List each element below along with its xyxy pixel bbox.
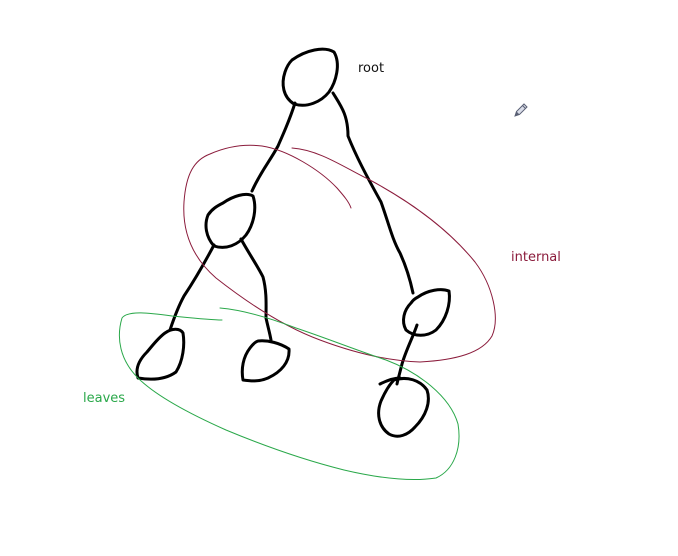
internal-group-outline xyxy=(183,144,496,363)
root-label: root xyxy=(358,61,385,76)
internal-label: internal xyxy=(511,250,561,265)
edge-left-leaf2 xyxy=(239,237,273,342)
node-leaf-3 xyxy=(377,376,430,438)
tree-nodes xyxy=(135,47,451,438)
edge-root-left xyxy=(250,101,297,193)
edge-left-leaf1 xyxy=(168,243,216,332)
node-leaf-1 xyxy=(135,327,186,381)
edge-root-right xyxy=(331,91,415,295)
leaves-label: leaves xyxy=(83,391,126,406)
tree-edges xyxy=(168,91,419,386)
node-internal-left xyxy=(204,192,257,249)
node-internal-right xyxy=(402,288,451,337)
leaves-group-outline xyxy=(118,307,460,481)
node-root xyxy=(281,47,339,107)
node-leaf-2 xyxy=(240,339,291,383)
pencil-cursor-icon xyxy=(514,103,528,117)
